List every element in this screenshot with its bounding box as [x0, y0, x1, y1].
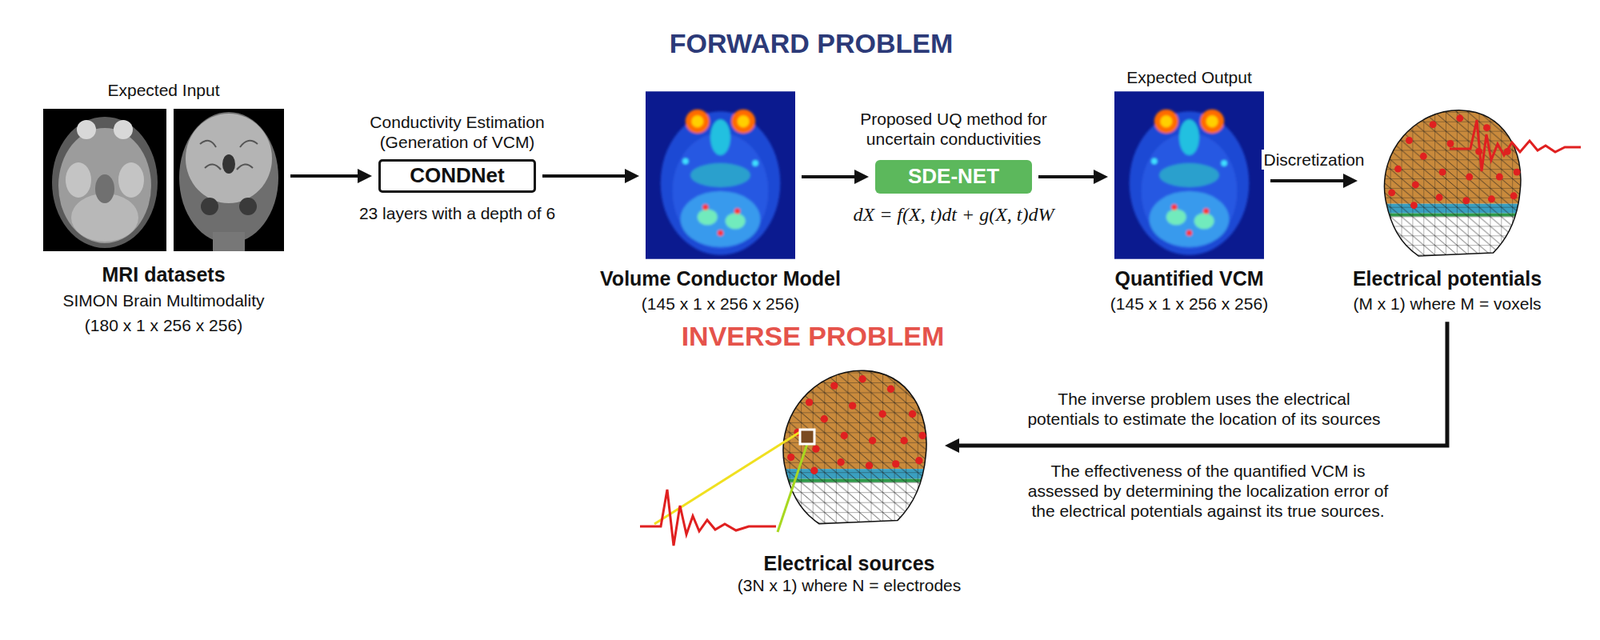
arrow-head	[854, 169, 869, 184]
connector-line	[542, 174, 628, 178]
leader-line	[777, 444, 808, 532]
box-label: CONDNet	[409, 163, 504, 188]
connector-line	[801, 175, 858, 179]
connector	[944, 321, 1448, 453]
eeg-signal	[1449, 120, 1581, 172]
note-text: The effectiveness of the quantified VCM …	[964, 460, 1452, 522]
caption: (180 x 1 x 256 x 256)	[84, 315, 243, 336]
vcm-image: Volume Conductor Model(145 x 1 x 256 x 2…	[645, 91, 796, 260]
caption: Electrical sources	[763, 551, 935, 576]
caption: Proposed UQ method for uncertain conduct…	[833, 108, 1074, 149]
box-label: SDE-NET	[908, 164, 1000, 189]
caption: dX = f(X, t)dt + g(X, t)dW	[852, 203, 1054, 227]
head-mesh: Electrical sources(3N x 1) where N = ele…	[760, 362, 939, 529]
connector	[1038, 169, 1108, 184]
arrow-head	[357, 168, 372, 184]
connector	[801, 169, 869, 184]
vcm-image	[645, 91, 796, 259]
process-box: Proposed UQ method for uncertain conduct…	[875, 160, 1032, 194]
caption: MRI datasets	[101, 262, 225, 287]
connector	[542, 168, 640, 184]
caption: SIMON Brain Multimodality	[62, 290, 264, 311]
vcm-image: Expected OutputQuantified VCM(145 x 1 x …	[1114, 91, 1264, 260]
mri-image-group: Expected InputMRI datasetsSIMON Brain Mu…	[43, 108, 284, 252]
caption: (145 x 1 x 256 x 256)	[641, 293, 800, 314]
source-marker	[800, 429, 815, 444]
caption: Quantified VCM	[1114, 266, 1264, 291]
caption: Expected Input	[107, 80, 220, 100]
caption: (145 x 1 x 256 x 256)	[1110, 293, 1268, 314]
arrow-head	[944, 438, 960, 453]
arrow-head	[1093, 169, 1108, 184]
edge-label: Discretization	[1260, 149, 1367, 170]
caption: Expected Output	[1126, 67, 1252, 88]
arrow-head	[1343, 173, 1358, 188]
connector-line	[956, 321, 1448, 446]
head-mesh	[1368, 102, 1527, 261]
note-text: The inverse problem uses the electrical …	[980, 388, 1428, 429]
caption: Conductivity Estimation (Generation of V…	[337, 112, 578, 152]
leader-line	[654, 432, 800, 524]
connector-line	[290, 174, 361, 178]
process-box: Conductivity Estimation (Generation of V…	[378, 159, 536, 193]
caption: 23 layers with a depth of 6	[359, 203, 556, 224]
arrow-head	[624, 168, 640, 184]
mri-coronal	[173, 108, 284, 252]
vcm-image	[1114, 91, 1264, 259]
mri-axial	[43, 108, 167, 252]
caption: (M x 1) where M = voxels	[1352, 293, 1541, 314]
caption: Electrical potentials	[1352, 266, 1542, 291]
connector	[290, 168, 372, 184]
section-heading: INVERSE PROBLEM	[681, 320, 945, 353]
caption: Volume Conductor Model	[600, 266, 841, 291]
connector-line	[1270, 179, 1347, 183]
connector	[1270, 173, 1358, 188]
head-mesh: Electrical potentials(M x 1) where M = v…	[1364, 102, 1531, 261]
caption: (3N x 1) where N = electrodes	[737, 575, 962, 596]
eeg-signal	[640, 489, 776, 546]
head-mesh	[766, 362, 933, 529]
title: FORWARD PROBLEM	[669, 27, 953, 60]
connector-line	[1038, 175, 1097, 179]
